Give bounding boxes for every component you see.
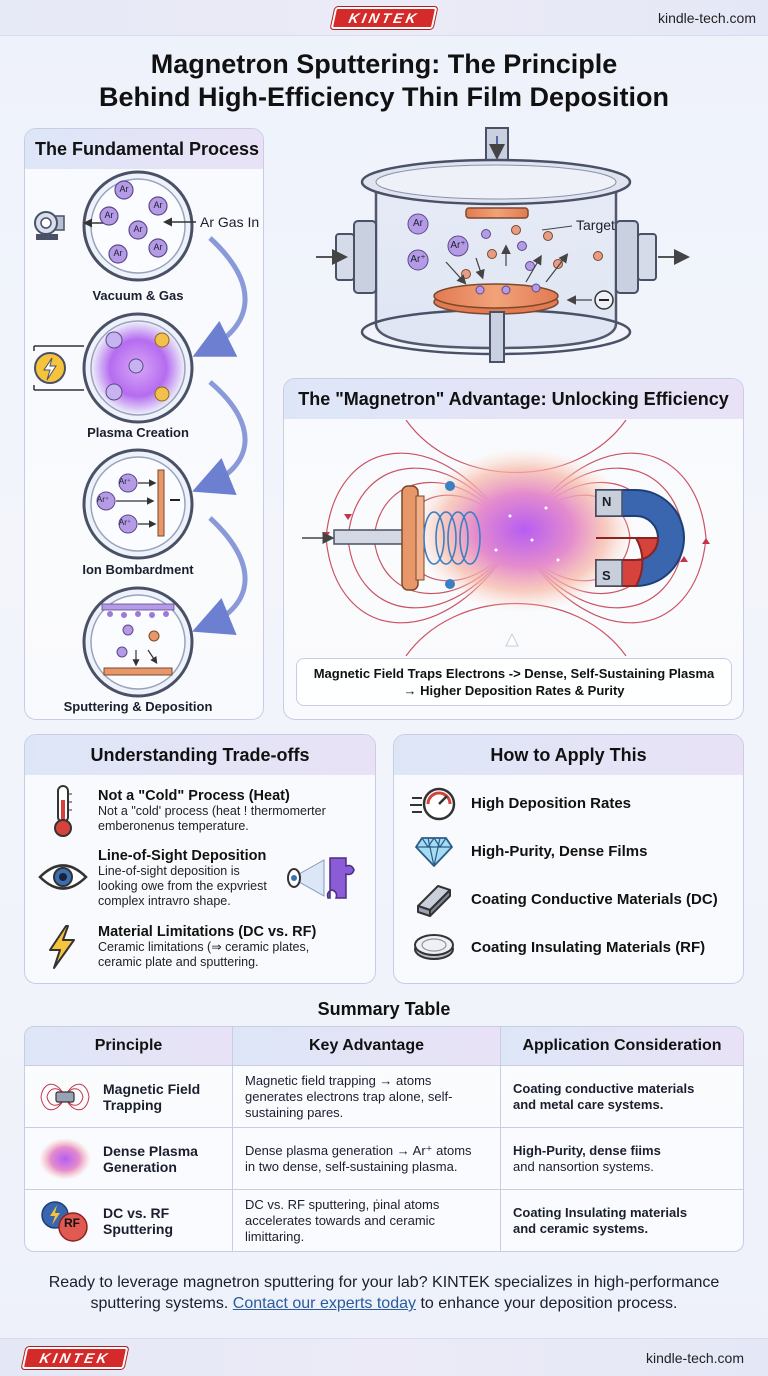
diamond-icon [415,836,453,867]
tradeoff-title-material-limitations: Material Limitations (DC vs. RF) [98,924,317,940]
step-label-ion-bombardment: Ion Bombardment [82,562,194,577]
lightning-icon [49,925,75,969]
step-ion-bombardment [82,448,194,560]
metal-bar-icon [417,885,451,917]
apply-item-conductive-dc: Coating Conductive Materials (DC) [471,891,718,908]
panel-heading: The Fundamental Process [25,129,263,169]
process-diagram [33,170,248,698]
caption-line-2: → Higher Deposition Rates & Purity [403,683,625,698]
chamber-target-label: Target [576,217,615,233]
contact-experts-link[interactable]: Contact our experts today [232,1295,416,1312]
bottom-bar: KINTEK kindle-tech.com [0,1338,768,1376]
sputtering-chamber-diagram [316,127,690,363]
panel-heading: How to Apply This [394,735,743,775]
apply-item-insulating-rf: Coating Insulating Materials (RF) [471,939,706,956]
cta-line-2: sputtering systems. Contact our experts … [90,1295,678,1312]
step-plasma-creation [33,312,194,424]
speedometer-icon [410,787,456,821]
line-of-sight-puzzle-icon [287,857,355,899]
column-header-key-advantage: Key Advantage [233,1027,501,1065]
title-line-2: Behind High-Efficiency Thin Film Deposit… [98,82,669,112]
pump-icon [34,211,65,240]
magnetron-field-diagram [302,420,710,656]
panel-heading: The "Magnetron" Advantage: Unlocking Eff… [284,379,743,419]
step-sputtering-deposition [82,586,194,698]
call-to-action: Ready to leverage magnetron sputtering f… [20,1272,748,1314]
step-label-plasma-creation: Plasma Creation [87,425,189,440]
eye-icon [38,864,88,890]
step-label-sputtering-deposition: Sputtering & Deposition [63,699,213,714]
apply-item-high-purity: High-Purity, Dense Films [471,843,648,860]
plasma-glow-icon [39,1137,91,1180]
site-url-footer[interactable]: kindle-tech.com [645,1350,744,1366]
horseshoe-magnet-icon [595,489,685,587]
thermometer-icon [54,785,72,837]
rf-badge-label: RF [64,1216,80,1230]
argon-atoms [99,180,168,264]
step-label-vacuum-gas: Vacuum & Gas [92,288,184,303]
tradeoff-desc-heat: Not a "cold' process (heat ! thermomerte… [98,804,326,833]
lightning-power-icon [34,352,66,384]
magnetic-field-icon [40,1083,90,1110]
summary-table: Principle Key Advantage Application Cons… [24,1026,744,1252]
magnet-north-label: N [602,494,612,509]
summary-heading: Summary Table [317,999,451,1019]
apply-item-high-deposition-rates: High Deposition Rates [471,795,632,812]
title-line-1: Magnetron Sputtering: The Principle [150,49,618,79]
tradeoff-desc-material-limitations: Ceramic limitations (⇒ ceramic plates,ce… [98,940,310,969]
kintek-logo[interactable]: KINTEK [330,7,438,29]
step-vacuum-gas [34,170,196,282]
site-url[interactable]: kindle-tech.com [657,10,756,26]
tradeoff-title-heat: Not a "Cold" Process (Heat) [98,788,290,804]
magnet-south-label: S [602,568,611,583]
column-header-application: Application Consideration [501,1027,743,1065]
tradeoff-title-line-of-sight: Line-of-Sight Deposition [98,848,267,864]
tradeoffs-panel: Understanding Trade-offs [24,734,376,984]
panel-heading: Understanding Trade-offs [25,735,375,775]
gas-in-label: Ar Gas In [200,214,260,230]
top-bar: KINTEK kindle-tech.com [0,0,768,36]
kintek-logo-footer[interactable]: KINTEK [21,1347,129,1369]
page-title: Magnetron Sputtering: The Principle Behi… [0,48,768,114]
cta-line-1: Ready to leverage magnetron sputtering f… [48,1274,720,1291]
ceramic-disc-icon [414,934,454,960]
column-header-principle: Principle [25,1027,233,1065]
dc-rf-icon [41,1200,88,1242]
table-header-row: Principle Key Advantage Application Cons… [25,1027,743,1065]
magnetron-caption: Magnetic Field Traps Electrons -> Dense,… [296,658,732,706]
caption-line-1: Magnetic Field Traps Electrons -> Dense,… [313,666,715,681]
